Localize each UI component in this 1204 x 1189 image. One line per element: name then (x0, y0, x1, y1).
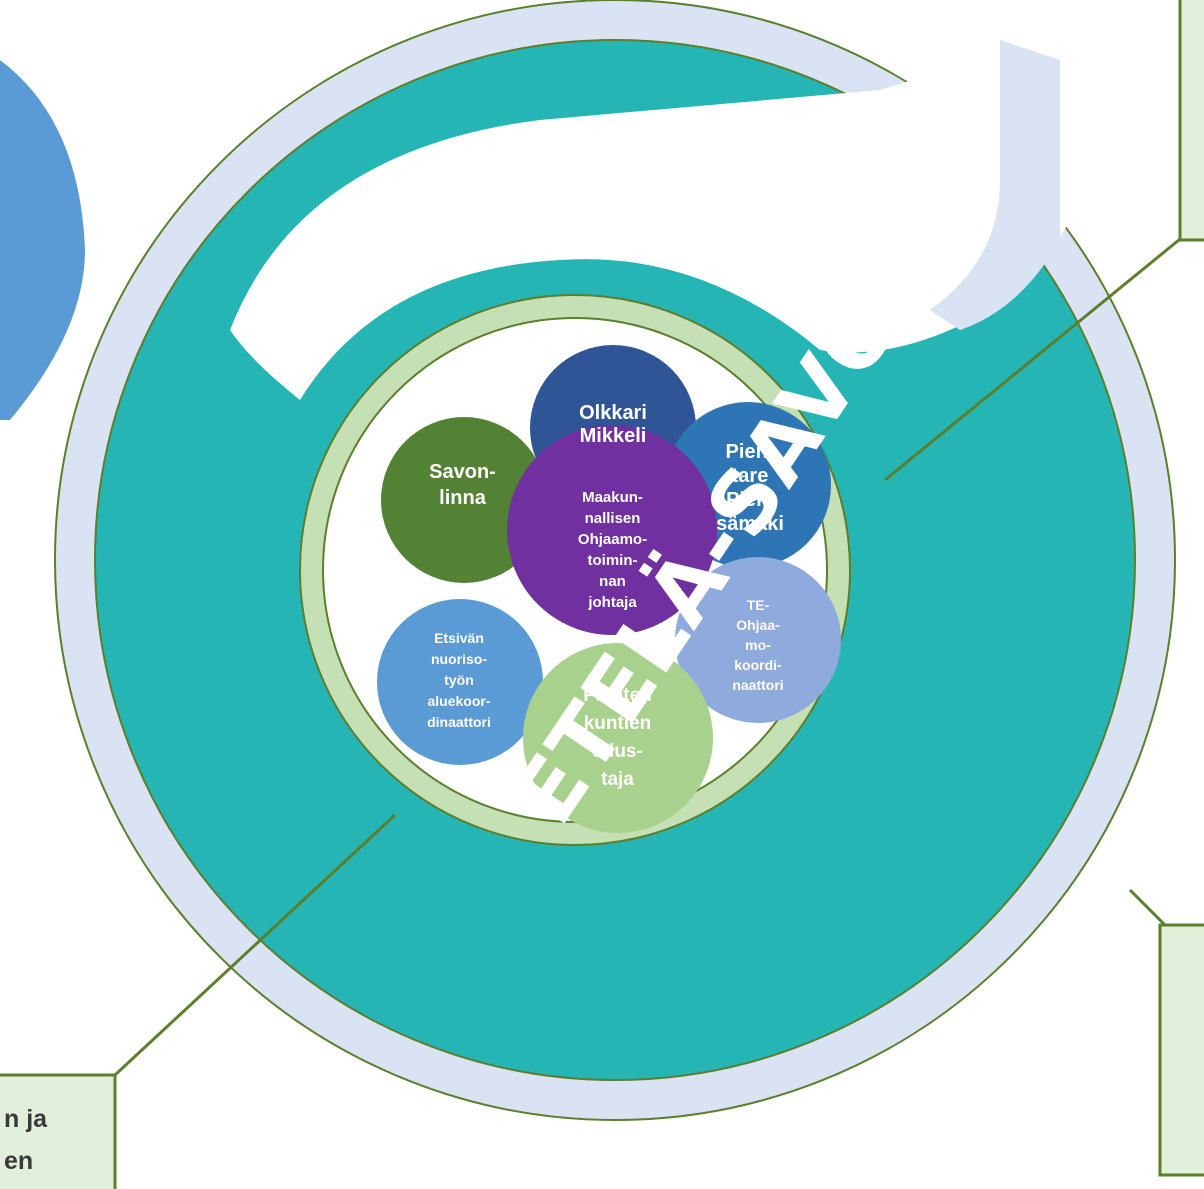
callout-top-right (1178, 0, 1204, 242)
left-blue-bubble (0, 60, 85, 420)
label-center: Maakun- nallisen Ohjaamo- toimin- nan jo… (577, 489, 648, 611)
label-pientare: Pien- tare Piek- sämäki (716, 440, 784, 535)
connector-top-right (884, 233, 1186, 482)
label-pienten: Pienten kuntien edus- taja (583, 684, 652, 790)
label-olkkari: Olkkari Mikkeli (579, 402, 647, 447)
connector-bottom-left (113, 813, 397, 1077)
member-circle-pienten (523, 643, 713, 833)
member-circle-te (675, 557, 841, 723)
logo-swoosh (230, 30, 1090, 400)
member-circle-savonlinna (381, 417, 547, 583)
swoosh-tail (930, 40, 1060, 330)
connector-bottom-right (1128, 888, 1167, 927)
callout-bottom-left (0, 1073, 117, 1189)
callout-bottom-right (1158, 923, 1204, 1177)
label-etsivan: Etsivän nuoriso- työn aluekoor- dinaatto… (427, 629, 491, 730)
label-savonlinna: Savon- linna (429, 461, 496, 509)
callout-bottom-left-text: n ja en (4, 1105, 48, 1175)
member-circle-etsivan (377, 599, 543, 765)
label-te: TE- Ohjaa- mo- koordi- naattori (732, 597, 784, 693)
center-circle (507, 425, 717, 635)
